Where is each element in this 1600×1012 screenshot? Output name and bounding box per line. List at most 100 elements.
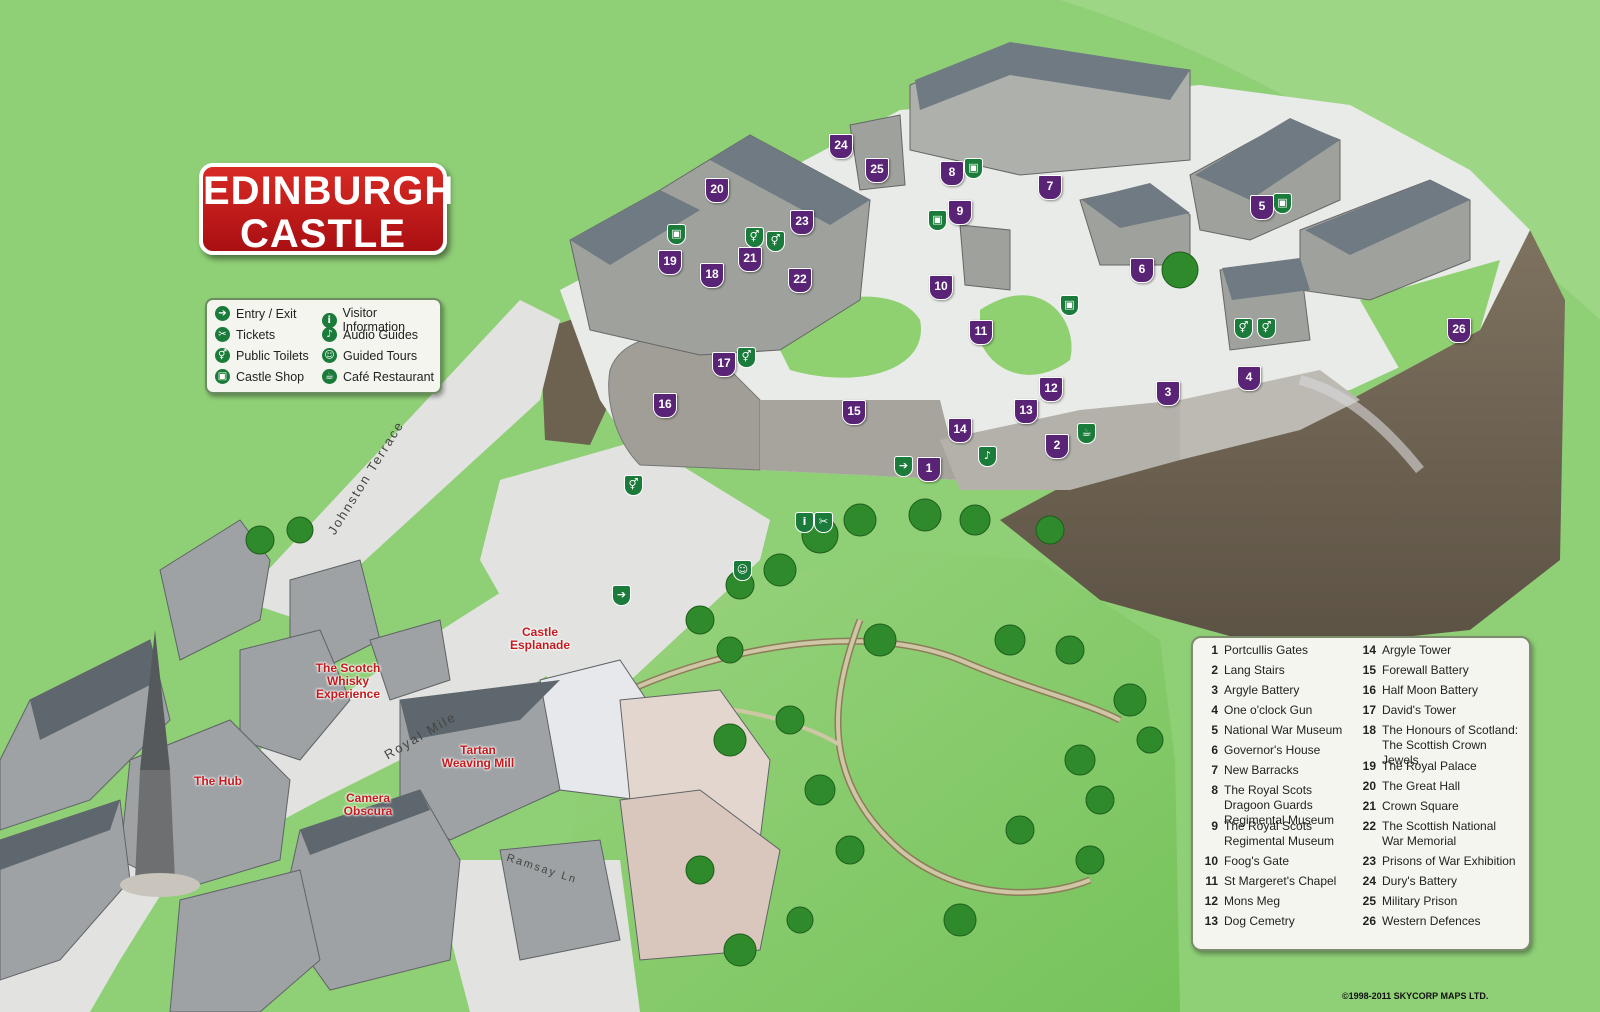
visitor-information-icon[interactable]: i: [795, 512, 814, 533]
label-castle-esplanade[interactable]: Castle Esplanade: [509, 625, 571, 652]
legend-public-toilets: ⚥ Public Toilets: [215, 348, 309, 363]
copyright-notice: ©1998-2011 SKYCORP MAPS LTD.: [1342, 991, 1489, 1001]
title-line-2: CASTLE: [240, 212, 406, 256]
johnston-terrace-road: [240, 300, 560, 620]
map-marker-9[interactable]: 9: [948, 200, 972, 225]
castle-shop-icon: ▣: [215, 369, 230, 384]
tickets-icon[interactable]: ✂: [814, 512, 833, 533]
legend-label: Tickets: [236, 327, 276, 342]
title-line-1: EDINBURGH: [203, 169, 455, 213]
castle-shop-icon[interactable]: ▣: [1060, 295, 1079, 316]
map-marker-24[interactable]: 24: [829, 134, 853, 159]
map-marker-11[interactable]: 11: [969, 320, 993, 345]
legend-visitor-information: i Visitor Information: [322, 306, 440, 334]
map-marker-8[interactable]: 8: [940, 161, 964, 186]
cafe-restaurant-icon[interactable]: ☕: [1077, 423, 1096, 444]
public-toilets-icon[interactable]: ⚥: [1257, 318, 1276, 339]
map-marker-22[interactable]: 22: [788, 268, 812, 293]
map-marker-5[interactable]: 5: [1250, 195, 1274, 220]
map-marker-23[interactable]: 23: [790, 210, 814, 235]
castle-rock: [1000, 230, 1565, 650]
map-marker-14[interactable]: 14: [948, 418, 972, 443]
map-marker-21[interactable]: 21: [738, 247, 762, 272]
royal-mile-road: [0, 580, 600, 1012]
public-toilets-icon[interactable]: ⚥: [1234, 318, 1253, 339]
public-toilets-icon[interactable]: ⚥: [737, 347, 756, 368]
legend-tickets: ✂ Tickets: [215, 327, 275, 342]
map-marker-26[interactable]: 26: [1447, 318, 1471, 343]
legend-label: Castle Shop: [236, 369, 305, 384]
map-marker-25[interactable]: 25: [865, 158, 889, 183]
map-marker-7[interactable]: 7: [1038, 175, 1062, 200]
map-marker-15[interactable]: 15: [842, 400, 866, 425]
public-toilets-icon[interactable]: ⚥: [766, 231, 785, 252]
map-marker-19[interactable]: 19: [658, 250, 682, 275]
guided-tours-icon[interactable]: ☺: [733, 560, 752, 581]
label-camera-obscura[interactable]: Camera Obscura: [343, 791, 393, 818]
audio-guides-icon[interactable]: ♪: [978, 446, 997, 467]
visitor-information-icon: i: [322, 312, 337, 328]
map-marker-16[interactable]: 16: [653, 393, 677, 418]
map-marker-3[interactable]: 3: [1156, 381, 1180, 406]
public-toilets-icon[interactable]: ⚥: [624, 475, 643, 496]
guided-tours-icon: ☺: [322, 348, 337, 363]
cafe-restaurant-icon: ☕: [322, 369, 337, 384]
label-tartan-weaving-mill[interactable]: Tartan Weaving Mill: [441, 743, 515, 770]
map-marker-1[interactable]: 1: [917, 457, 941, 482]
map-marker-20[interactable]: 20: [705, 178, 729, 203]
castle-shop-icon[interactable]: ▣: [928, 210, 947, 231]
map-marker-12[interactable]: 12: [1039, 377, 1063, 402]
public-toilets-icon: ⚥: [215, 348, 230, 363]
map-marker-2[interactable]: 2: [1045, 434, 1069, 459]
legend-label: Guided Tours: [343, 348, 418, 363]
label-the-hub[interactable]: The Hub: [194, 774, 242, 788]
entry-exit-icon: ➔: [215, 306, 230, 321]
label-scotch-whisky-experience[interactable]: The Scotch Whisky Experience: [315, 661, 381, 701]
legend-label: Audio Guides: [343, 327, 419, 342]
public-toilets-icon[interactable]: ⚥: [745, 227, 764, 248]
map-marker-10[interactable]: 10: [929, 275, 953, 300]
audio-guides-icon: ♪: [322, 327, 337, 342]
facilities-legend: ➔ Entry / Exit i Visitor Information ✂ T…: [205, 298, 442, 394]
the-hub-church: [135, 770, 175, 880]
map-marker-13[interactable]: 13: [1014, 399, 1038, 424]
legend-label: Café Restaurant: [343, 369, 435, 384]
entry-exit-icon[interactable]: ➔: [894, 456, 913, 477]
castle-shop-icon[interactable]: ▣: [1273, 193, 1292, 214]
legend-label: Entry / Exit: [236, 306, 297, 321]
castle-shop-icon[interactable]: ▣: [667, 224, 686, 245]
legend-cafe-restaurant: ☕ Café Restaurant: [322, 369, 434, 384]
castle-shop-icon[interactable]: ▣: [964, 158, 983, 179]
legend-entry-exit: ➔ Entry / Exit: [215, 306, 296, 321]
legend-audio-guides: ♪ Audio Guides: [322, 327, 418, 342]
tickets-icon: ✂: [215, 327, 230, 342]
map-marker-6[interactable]: 6: [1130, 258, 1154, 283]
map-marker-18[interactable]: 18: [700, 263, 724, 288]
map-marker-17[interactable]: 17: [712, 352, 736, 377]
entry-exit-icon[interactable]: ➔: [612, 585, 631, 606]
legend-castle-shop: ▣ Castle Shop: [215, 369, 304, 384]
legend-guided-tours: ☺ Guided Tours: [322, 348, 417, 363]
map-marker-4[interactable]: 4: [1237, 366, 1261, 391]
